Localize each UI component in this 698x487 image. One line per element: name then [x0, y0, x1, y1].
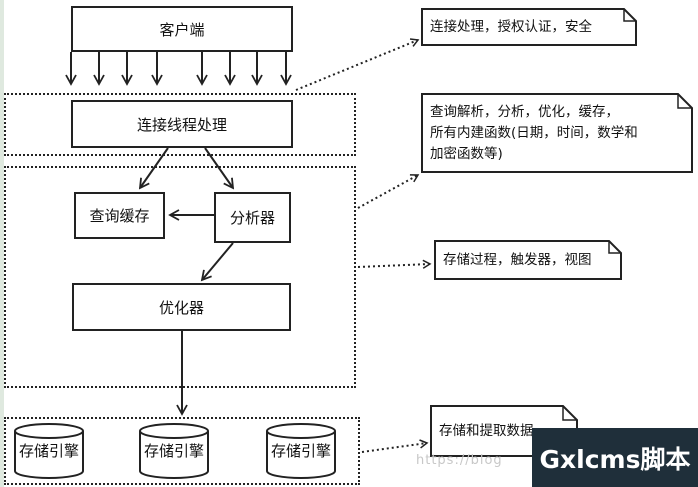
storage-engine-label: 存储引擎: [270, 442, 331, 460]
storage-layer-region: [4, 417, 360, 485]
note-connection: 连接处理，授权认证，安全: [421, 8, 637, 46]
brand-logo: Gxlcms脚本: [532, 428, 698, 487]
analyzer-box: 分析器: [214, 192, 291, 243]
dotted-link-procedures: [357, 259, 432, 269]
storage-engine-2: 存储引擎: [137, 422, 211, 480]
storage-engine-label: 存储引擎: [18, 442, 79, 460]
optimizer-box: 优化器: [72, 283, 291, 331]
cylinder-icon: [139, 423, 209, 479]
storage-engine-3: 存储引擎: [264, 422, 338, 480]
note-shape: [421, 8, 637, 46]
analyzer-label: 分析器: [229, 209, 275, 227]
note-parsing: 查询解析，分析，优化，缓存， 所有内建函数(日期，时间，数学和 加密函数等): [421, 93, 693, 173]
connection-layer-region: [4, 93, 356, 156]
optimizer-label: 优化器: [158, 298, 204, 317]
watermark-text: https://blog: [416, 453, 503, 468]
cylinder-icon: [14, 423, 84, 479]
connection-thread-box: 连接线程处理: [71, 100, 293, 148]
client-label: 客户端: [159, 20, 205, 39]
note-shape: [421, 93, 693, 173]
storage-engine-1: 存储引擎: [12, 422, 86, 480]
arrow-analyzer-to-optimizer: [200, 242, 234, 282]
note-procedures: 存储过程，触发器，视图: [434, 240, 622, 280]
dotted-link-storage: [361, 439, 429, 453]
arrow-to-analyzer: [204, 147, 235, 190]
note-storage-text: 存储和提取数据: [439, 422, 534, 439]
client-arrows: [65, 52, 292, 86]
left-border-strip: [0, 0, 4, 487]
storage-engine-label: 存储引擎: [143, 442, 204, 460]
arrow-to-query-cache: [138, 147, 169, 190]
query-cache-box: 查询缓存: [74, 192, 165, 239]
note-procedures-text: 存储过程，触发器，视图: [443, 251, 592, 268]
note-parsing-text: 查询解析，分析，优化，缓存， 所有内建函数(日期，时间，数学和 加密函数等): [430, 104, 638, 162]
service-layer-region: [4, 166, 356, 388]
dotted-link-connection: [295, 38, 420, 91]
note-shape: [434, 240, 622, 280]
client-box: 客户端: [71, 6, 293, 52]
note-connection-text: 连接处理，授权认证，安全: [430, 18, 592, 35]
connection-thread-label: 连接线程处理: [136, 115, 227, 134]
query-cache-label: 查询缓存: [89, 207, 150, 225]
dotted-link-parsing: [357, 174, 420, 209]
cylinder-icon: [266, 423, 336, 479]
